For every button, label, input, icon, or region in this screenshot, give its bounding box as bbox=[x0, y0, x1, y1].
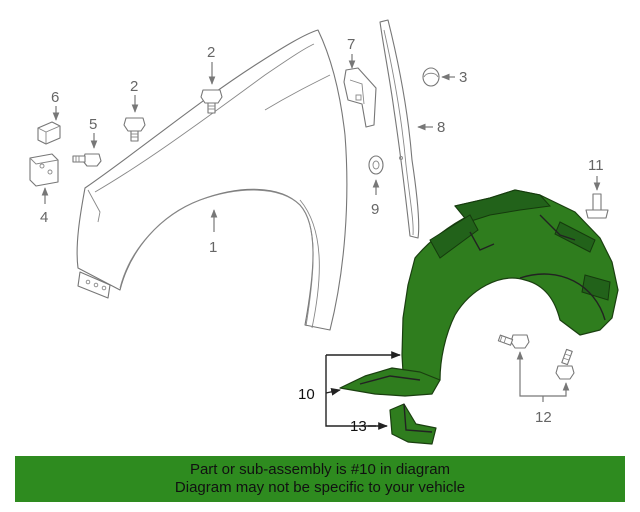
callout-4: 4 bbox=[40, 209, 48, 226]
callout-10-leader bbox=[325, 351, 401, 427]
callout-3: 3 bbox=[459, 69, 467, 86]
fender-part[interactable] bbox=[76, 29, 348, 331]
callout-2-lower: 2 bbox=[130, 78, 138, 95]
bolt-5[interactable] bbox=[72, 153, 102, 167]
exploded-parts-diagram: 1 2 2 3 6 bbox=[29, 19, 619, 445]
bracket-6[interactable] bbox=[37, 121, 61, 145]
part-info-banner: Part or sub-assembly is #10 in diagram D… bbox=[15, 456, 625, 502]
callout-1: 1 bbox=[209, 239, 217, 256]
callout-12: 12 bbox=[535, 409, 552, 426]
plug-3[interactable] bbox=[422, 67, 440, 87]
callout-11: 11 bbox=[588, 157, 604, 174]
screw-12-right[interactable] bbox=[555, 348, 575, 380]
fender-liner-10[interactable] bbox=[339, 189, 619, 397]
seal-strip-8[interactable] bbox=[379, 19, 420, 239]
bracket-4[interactable] bbox=[29, 153, 59, 187]
callout-8: 8 bbox=[437, 119, 445, 136]
splash-shield-13[interactable] bbox=[389, 403, 437, 445]
callout-12-leader bbox=[516, 351, 570, 402]
grommet-9[interactable] bbox=[368, 155, 384, 175]
callout-5: 5 bbox=[89, 116, 97, 133]
bolt-2-lower[interactable] bbox=[123, 117, 146, 142]
callout-7: 7 bbox=[347, 36, 355, 53]
banner-line-2: Diagram may not be specific to your vehi… bbox=[174, 479, 466, 496]
push-pin-11[interactable] bbox=[585, 193, 609, 219]
bracket-7[interactable] bbox=[343, 67, 377, 128]
callout-6: 6 bbox=[51, 89, 59, 106]
callout-9: 9 bbox=[371, 201, 379, 218]
screw-12-left[interactable] bbox=[497, 334, 530, 349]
callout-2-upper: 2 bbox=[207, 44, 215, 61]
callout-13: 13 bbox=[350, 418, 367, 435]
banner-line-1: Part or sub-assembly is #10 in diagram bbox=[189, 461, 451, 478]
callout-10: 10 bbox=[298, 386, 315, 403]
bolt-2-upper[interactable] bbox=[200, 89, 223, 114]
